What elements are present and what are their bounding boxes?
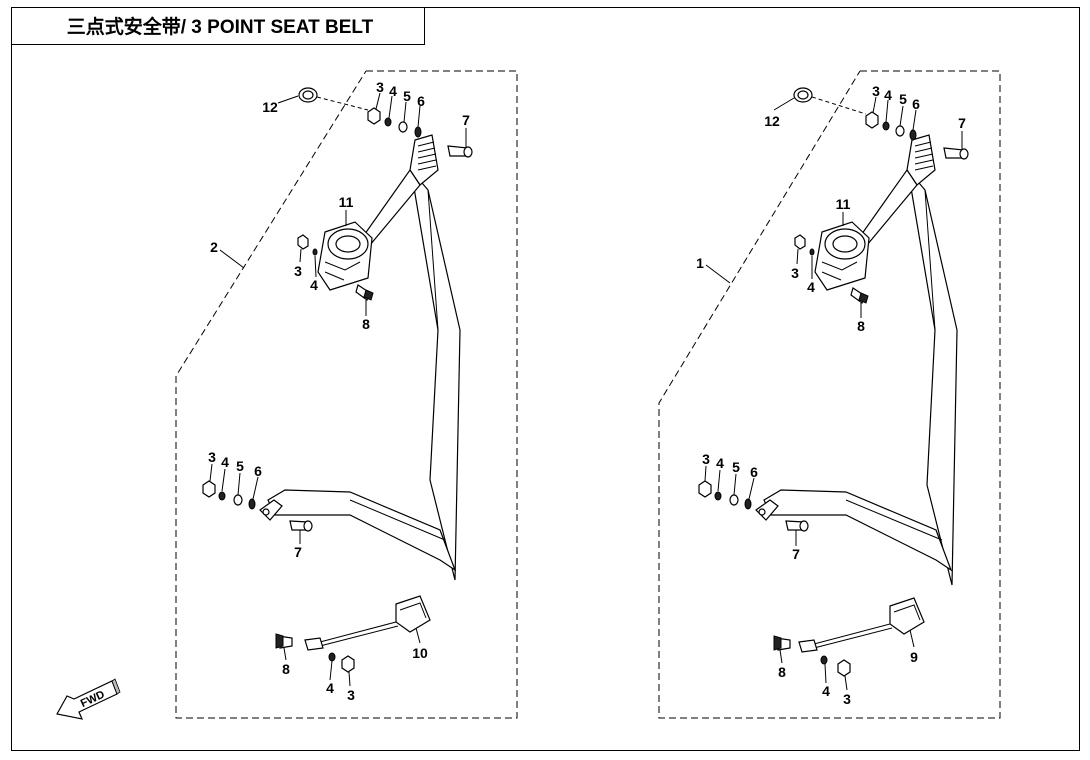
seat-belt-assembly-right: 3 4 5 6 7 12 11 1 3 4 8 3 4 5 6 7 9 8 4 …: [658, 70, 1001, 719]
retractor: [814, 221, 870, 291]
leader-lines: [704, 96, 963, 691]
callout-top-spacer: 6: [417, 93, 425, 109]
callout-low-spacer: 6: [750, 464, 758, 480]
callout-ret-washer: 4: [807, 279, 815, 295]
callout-buckle: 9: [910, 649, 918, 665]
callout-top-nut: 3: [872, 83, 880, 99]
page-title: 三点式安全带/ 3 POINT SEAT BELT: [67, 15, 374, 38]
belt-lap-webbing: [267, 489, 457, 572]
callout-top-bolt: 7: [958, 115, 966, 131]
assembly-boundary: [175, 70, 518, 719]
buckle: [773, 597, 925, 677]
callout-top-nut: 3: [376, 79, 384, 95]
callout-retractor: 11: [836, 196, 851, 212]
callout-ret-nut: 3: [791, 265, 799, 281]
callout-top-spacer: 6: [912, 96, 920, 112]
callout-low-bolt: 7: [294, 544, 302, 560]
buckle: [275, 595, 431, 673]
callout-low-nut: 3: [208, 449, 216, 465]
callout-cap: 12: [262, 99, 278, 115]
callout-buckle-bolt: 8: [282, 661, 290, 677]
fwd-arrow-icon: FWD: [56, 678, 121, 720]
belt-webbing: [410, 167, 461, 581]
callout-retractor: 11: [339, 194, 354, 210]
callout-ret-bolt: 8: [362, 316, 370, 332]
cap: [298, 87, 369, 111]
callout-buckle-washer: 4: [822, 683, 830, 699]
seat-belt-assembly-left: 3 4 5 6 7 12 11 2 3 4 8 3 4 5 6 7 10 8 4…: [175, 70, 518, 719]
callout-low-spacer: 6: [254, 463, 262, 479]
callout-buckle-washer: 4: [326, 680, 334, 696]
belt-guide: [858, 134, 936, 246]
callout-low-nut: 3: [702, 451, 710, 467]
callout-cap: 12: [764, 113, 780, 129]
callout-buckle-nut: 3: [843, 691, 851, 707]
callout-low-bolt: 7: [792, 546, 800, 562]
retractor-hardware: [794, 234, 869, 304]
callout-ret-bolt: 8: [857, 318, 865, 334]
belt-lap-webbing: [763, 489, 953, 572]
retractor-hardware: [297, 234, 374, 301]
fwd-label: FWD: [79, 689, 107, 710]
callout-top-bolt: 7: [462, 112, 470, 128]
callout-ret-nut: 3: [294, 263, 302, 279]
leader-lines: [209, 92, 467, 687]
callout-low-spring: 5: [732, 459, 740, 475]
retractor: [317, 221, 373, 291]
lower-hardware: [202, 480, 313, 532]
callout-buckle-bolt: 8: [778, 664, 786, 680]
assembly-boundary: [658, 70, 1001, 719]
top-hardware: [367, 107, 473, 158]
callout-top-spring: 5: [403, 88, 411, 104]
callout-top-washer: 4: [884, 87, 892, 103]
callout-top-washer: 4: [389, 83, 397, 99]
outer-frame: [11, 7, 1080, 751]
callout-assembly: 2: [210, 239, 218, 255]
callout-low-spring: 5: [236, 458, 244, 474]
callout-buckle-nut: 3: [347, 687, 355, 703]
callout-top-spring: 5: [899, 91, 907, 107]
cap: [793, 87, 867, 115]
callout-assembly: 1: [696, 255, 704, 271]
callout-low-washer: 4: [716, 455, 724, 471]
title-box: [11, 7, 425, 45]
callout-low-washer: 4: [221, 454, 229, 470]
callout-ret-washer: 4: [310, 277, 318, 293]
top-hardware: [865, 111, 969, 160]
callout-buckle: 10: [412, 645, 428, 661]
